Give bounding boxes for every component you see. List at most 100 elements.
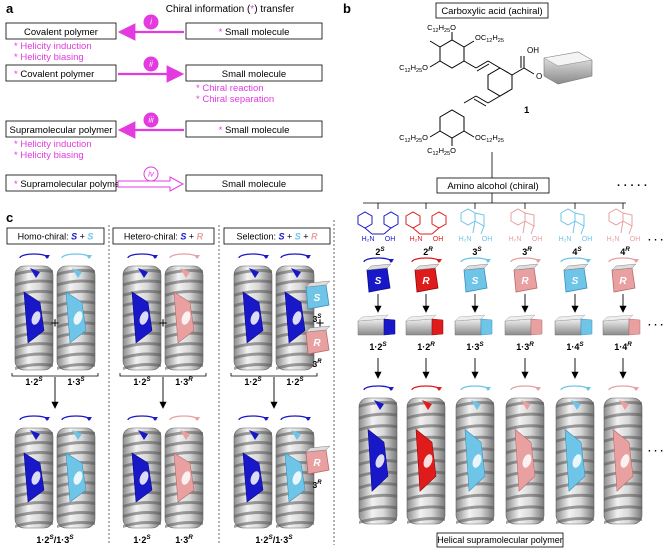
- complex-achiral-part: [554, 318, 582, 336]
- complex-chiral-part: [383, 318, 396, 336]
- bond: [431, 227, 440, 235]
- result-right-label: 1·3R: [175, 534, 193, 545]
- section-title-box: [223, 227, 331, 245]
- helicity-arrow: [560, 385, 590, 391]
- helix-groove: [359, 459, 397, 466]
- indane-ring: [460, 208, 476, 226]
- helix-groove: [165, 352, 203, 360]
- helicity-arrow-head: [305, 417, 311, 421]
- helix-groove: [276, 491, 314, 498]
- complex-label: 1·3S: [466, 341, 484, 352]
- alcohol-label: 3S: [472, 246, 482, 257]
- phenyl-ring: [405, 211, 421, 229]
- helix-groove: [57, 481, 95, 488]
- section-1: Homo-chiral: S + S+1·3S1·2S1·2S/1·3S: [6, 227, 105, 545]
- helix-groove: [506, 412, 544, 420]
- phenyl-ring: [383, 211, 399, 229]
- helix-groove: [506, 482, 544, 490]
- helix-groove: [165, 471, 203, 478]
- helix-groove: [604, 424, 642, 432]
- helix-groove: [407, 424, 445, 432]
- helicity-arrow-head: [388, 259, 394, 263]
- helix-highlight: [73, 311, 83, 325]
- right-label: * Small molecule: [219, 125, 290, 136]
- helix-groove: [15, 269, 53, 276]
- helix-highlight: [572, 454, 582, 468]
- helix-highlight: [31, 311, 41, 325]
- chiral-letter: R: [521, 276, 529, 287]
- indane-ring: [622, 212, 633, 227]
- helix-groove: [604, 412, 642, 420]
- alcohol-label: 4R: [620, 246, 630, 257]
- helix-groove: [276, 481, 314, 488]
- section-title: Selection: S + S + R: [236, 232, 318, 242]
- helix-top-mark: [30, 430, 40, 440]
- helix-groove: [15, 471, 53, 478]
- helix-groove: [276, 451, 314, 458]
- left-box: [5, 22, 117, 40]
- helix-groove: [15, 451, 53, 458]
- helix-groove: [506, 517, 544, 524]
- helix-groove: [359, 482, 397, 490]
- helix-highlight: [139, 311, 149, 325]
- helix-groove: [234, 331, 272, 339]
- bond: [480, 225, 485, 235]
- helix-groove: [123, 471, 161, 478]
- step-label: ii: [149, 60, 153, 69]
- helix-groove: [15, 289, 53, 297]
- row-ellipsis: · · ·: [648, 235, 664, 246]
- bond: [383, 227, 392, 235]
- helix-groove: [407, 412, 445, 420]
- helix-groove: [456, 493, 494, 501]
- helix-highlight: [522, 454, 532, 468]
- indane-ring: [524, 212, 535, 227]
- helix-groove: [506, 401, 544, 408]
- helix-groove: [123, 363, 161, 370]
- helicity-arrow: [280, 253, 310, 259]
- helicity-arrow-head: [388, 387, 394, 391]
- helix-groove: [165, 481, 203, 488]
- helicity-arrow-head: [44, 255, 50, 259]
- helicity-arrow: [169, 415, 199, 421]
- helix-groove: [15, 441, 53, 448]
- alkoxy-label: C12H25O: [399, 133, 428, 144]
- bond: [530, 225, 535, 235]
- helix-groove: [57, 511, 95, 518]
- helix-groove: [57, 321, 95, 329]
- helix-groove: [57, 342, 95, 350]
- free-alcohol-label: 3R: [312, 480, 322, 490]
- alcohol-label: 3R: [522, 246, 532, 257]
- helicity-arrow: [460, 257, 490, 263]
- panel-letter-b: b: [343, 1, 351, 16]
- helicity-arrow: [510, 257, 540, 263]
- chiral-block-top: [563, 263, 589, 271]
- helix-groove: [57, 363, 95, 370]
- helicity-arrow: [510, 385, 540, 391]
- top-left-label: 1·2S: [25, 376, 43, 387]
- chiral-block-top: [305, 280, 331, 288]
- helix-top-mark: [521, 400, 531, 410]
- helix-groove: [234, 279, 272, 287]
- helix-groove: [604, 505, 642, 513]
- helix-groove: [15, 352, 53, 360]
- note-text: * Chiral separation: [196, 94, 274, 105]
- helix-groove: [604, 459, 642, 466]
- panel-letter-c: c: [6, 210, 13, 225]
- left-box: [5, 64, 117, 82]
- amino-alcohol-box: [436, 177, 550, 194]
- helix-groove: [234, 521, 272, 528]
- helical-polymer-label: Helical supramolecular polymer: [437, 535, 563, 545]
- helix-groove: [506, 447, 544, 455]
- helix-groove: [276, 310, 314, 318]
- helix-highlight: [139, 471, 149, 485]
- complex-label: 1·3R: [516, 341, 534, 352]
- complex-achiral-part: [357, 318, 385, 336]
- indane-ring: [560, 208, 576, 226]
- helix-groove: [123, 451, 161, 458]
- helicity-arrow-head: [535, 387, 541, 391]
- plus-sign: +: [51, 315, 60, 332]
